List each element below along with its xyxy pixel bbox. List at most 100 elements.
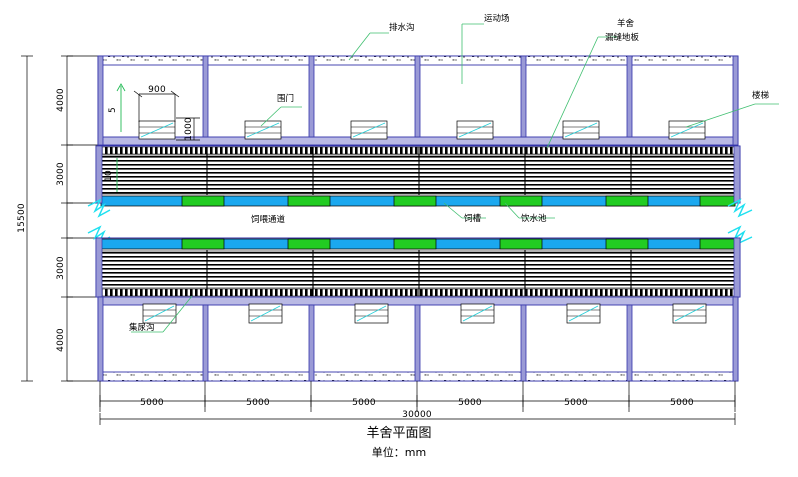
stair-unit bbox=[672, 303, 707, 324]
stair-unit bbox=[460, 303, 495, 324]
label-door: 围门 bbox=[277, 93, 294, 104]
yard-wall-v-0 bbox=[97, 55, 104, 146]
top-slatted-floor bbox=[100, 154, 736, 195]
horizontal-dimension-chain: 5000 5000 5000 5000 5000 5000 30000 bbox=[99, 381, 736, 425]
slope-arrow-top: 5 bbox=[108, 83, 126, 132]
drawing-title: 羊舍平面图 bbox=[366, 425, 431, 441]
dim-bay-5: 5000 bbox=[564, 398, 588, 408]
house-end-column-left bbox=[95, 145, 103, 204]
yard-wall-v-4 bbox=[520, 304, 527, 382]
pen-depth-marker-top: 10 bbox=[104, 158, 118, 192]
top-sheep-house: 10 bbox=[95, 145, 741, 207]
callout-stairs: 楼梯 bbox=[685, 90, 779, 128]
stair-unit bbox=[142, 303, 177, 324]
dim-vertical-seg-1: 4000 bbox=[56, 88, 66, 112]
house-end-column-right bbox=[733, 237, 741, 298]
break-line-left-top bbox=[87, 198, 111, 218]
bottom-feed-trough bbox=[287, 238, 331, 250]
break-line-right-top bbox=[727, 198, 753, 218]
top-house-grating bbox=[100, 146, 736, 155]
bottom-stairs-group bbox=[142, 303, 707, 324]
callout-sheep-house: 羊舍 漏缝地板 bbox=[546, 18, 640, 149]
callout-feed-trough: 饲槽 bbox=[443, 202, 486, 224]
yard-wall-v-2 bbox=[308, 55, 315, 138]
pen-depth-value-top: 10 bbox=[104, 170, 114, 182]
aisle-floor bbox=[101, 207, 735, 237]
dim-overall-vertical: 15500 bbox=[17, 203, 27, 233]
dim-bay-2: 5000 bbox=[246, 398, 270, 408]
stair-unit bbox=[350, 120, 388, 140]
dim-door-depth: 1000 bbox=[184, 117, 194, 141]
yard-wall-v-1 bbox=[202, 55, 209, 138]
yard-wall-v-2 bbox=[308, 304, 315, 382]
yard-wall-v-6 bbox=[732, 296, 739, 382]
label-stairs: 楼梯 bbox=[752, 90, 770, 101]
bottom-sheep-house bbox=[95, 237, 741, 298]
door-width-dimension: 900 bbox=[133, 85, 180, 122]
label-feeding-aisle: 饲喂通道 bbox=[251, 214, 286, 225]
overall-vertical-dimension: 15500 bbox=[17, 55, 33, 382]
label-water-pool: 饮水池 bbox=[521, 213, 547, 224]
yard-wall-v-4 bbox=[520, 55, 527, 138]
yard-wall-v-0 bbox=[97, 296, 104, 382]
bottom-feed-trough bbox=[499, 238, 543, 250]
stair-unit bbox=[668, 120, 706, 140]
stair-unit bbox=[456, 120, 494, 140]
door-depth-dimension: 1000 bbox=[176, 117, 200, 141]
label-urine-ditch: 集尿沟 bbox=[129, 322, 155, 333]
callout-water-pool: 饮水池 bbox=[504, 202, 555, 224]
slope-value-top: 5 bbox=[108, 107, 118, 113]
dim-bay-1: 5000 bbox=[140, 398, 164, 408]
top-feed-trough bbox=[605, 195, 649, 207]
dim-bay-6: 5000 bbox=[670, 398, 694, 408]
dim-vertical-seg-2: 3000 bbox=[56, 162, 66, 186]
dim-bay-4: 5000 bbox=[458, 398, 482, 408]
top-feed-trough bbox=[181, 195, 225, 207]
stair-unit bbox=[138, 120, 176, 140]
stair-unit bbox=[562, 120, 600, 140]
yard-wall-v-3 bbox=[414, 55, 421, 138]
label-drain-ditch: 排水沟 bbox=[389, 22, 415, 33]
bottom-feed-trough bbox=[605, 238, 649, 250]
central-feeding-aisle: 饲喂通道 bbox=[87, 198, 753, 245]
bottom-feed-trough bbox=[181, 238, 225, 250]
yard-wall-v-1 bbox=[202, 304, 209, 382]
dim-door-width: 900 bbox=[148, 85, 166, 95]
bottom-slatted-floor bbox=[100, 250, 736, 289]
yard-wall-v-6 bbox=[732, 55, 739, 146]
dim-overall-horizontal: 30000 bbox=[402, 410, 432, 420]
top-feed-trough bbox=[287, 195, 331, 207]
break-line-right-bottom bbox=[727, 225, 753, 245]
house-end-column-right bbox=[733, 145, 741, 204]
label-feed-trough: 饲槽 bbox=[464, 213, 482, 224]
callout-drain-ditch: 排水沟 bbox=[348, 22, 415, 61]
yard-wall-v-3 bbox=[414, 304, 421, 382]
callout-exercise-yard: 运动场 bbox=[461, 13, 510, 84]
bottom-feed-trough bbox=[699, 238, 736, 250]
stair-unit bbox=[354, 303, 389, 324]
dim-bay-3: 5000 bbox=[352, 398, 376, 408]
callout-urine-ditch: 集尿沟 bbox=[129, 295, 193, 333]
yard-wall-v-5 bbox=[626, 304, 633, 382]
yard-wall-v-5 bbox=[626, 55, 633, 138]
top-feed-trough bbox=[499, 195, 543, 207]
bottom-house-grating bbox=[100, 288, 736, 297]
label-sheep-house: 羊舍 bbox=[617, 18, 635, 29]
callout-door: 围门 bbox=[260, 93, 302, 127]
top-exercise-yard: 900 1000 5 bbox=[97, 55, 739, 146]
label-slatted-floor: 漏缝地板 bbox=[605, 32, 640, 43]
stair-unit bbox=[244, 120, 282, 140]
top-stairs-group bbox=[138, 120, 706, 140]
stair-unit bbox=[248, 303, 283, 324]
bottom-yard-inner-wall bbox=[97, 296, 739, 306]
drawing-subtitle: 单位：mm bbox=[372, 445, 426, 459]
dim-vertical-seg-3: 3000 bbox=[56, 256, 66, 280]
bottom-exercise-yard bbox=[97, 296, 739, 382]
bottom-feed-trough bbox=[393, 238, 437, 250]
house-end-column-left bbox=[95, 237, 103, 298]
vertical-dimension-chain: 4000 3000 3000 4000 bbox=[56, 55, 100, 382]
label-exercise-yard: 运动场 bbox=[484, 13, 510, 24]
top-feed-trough bbox=[393, 195, 437, 207]
